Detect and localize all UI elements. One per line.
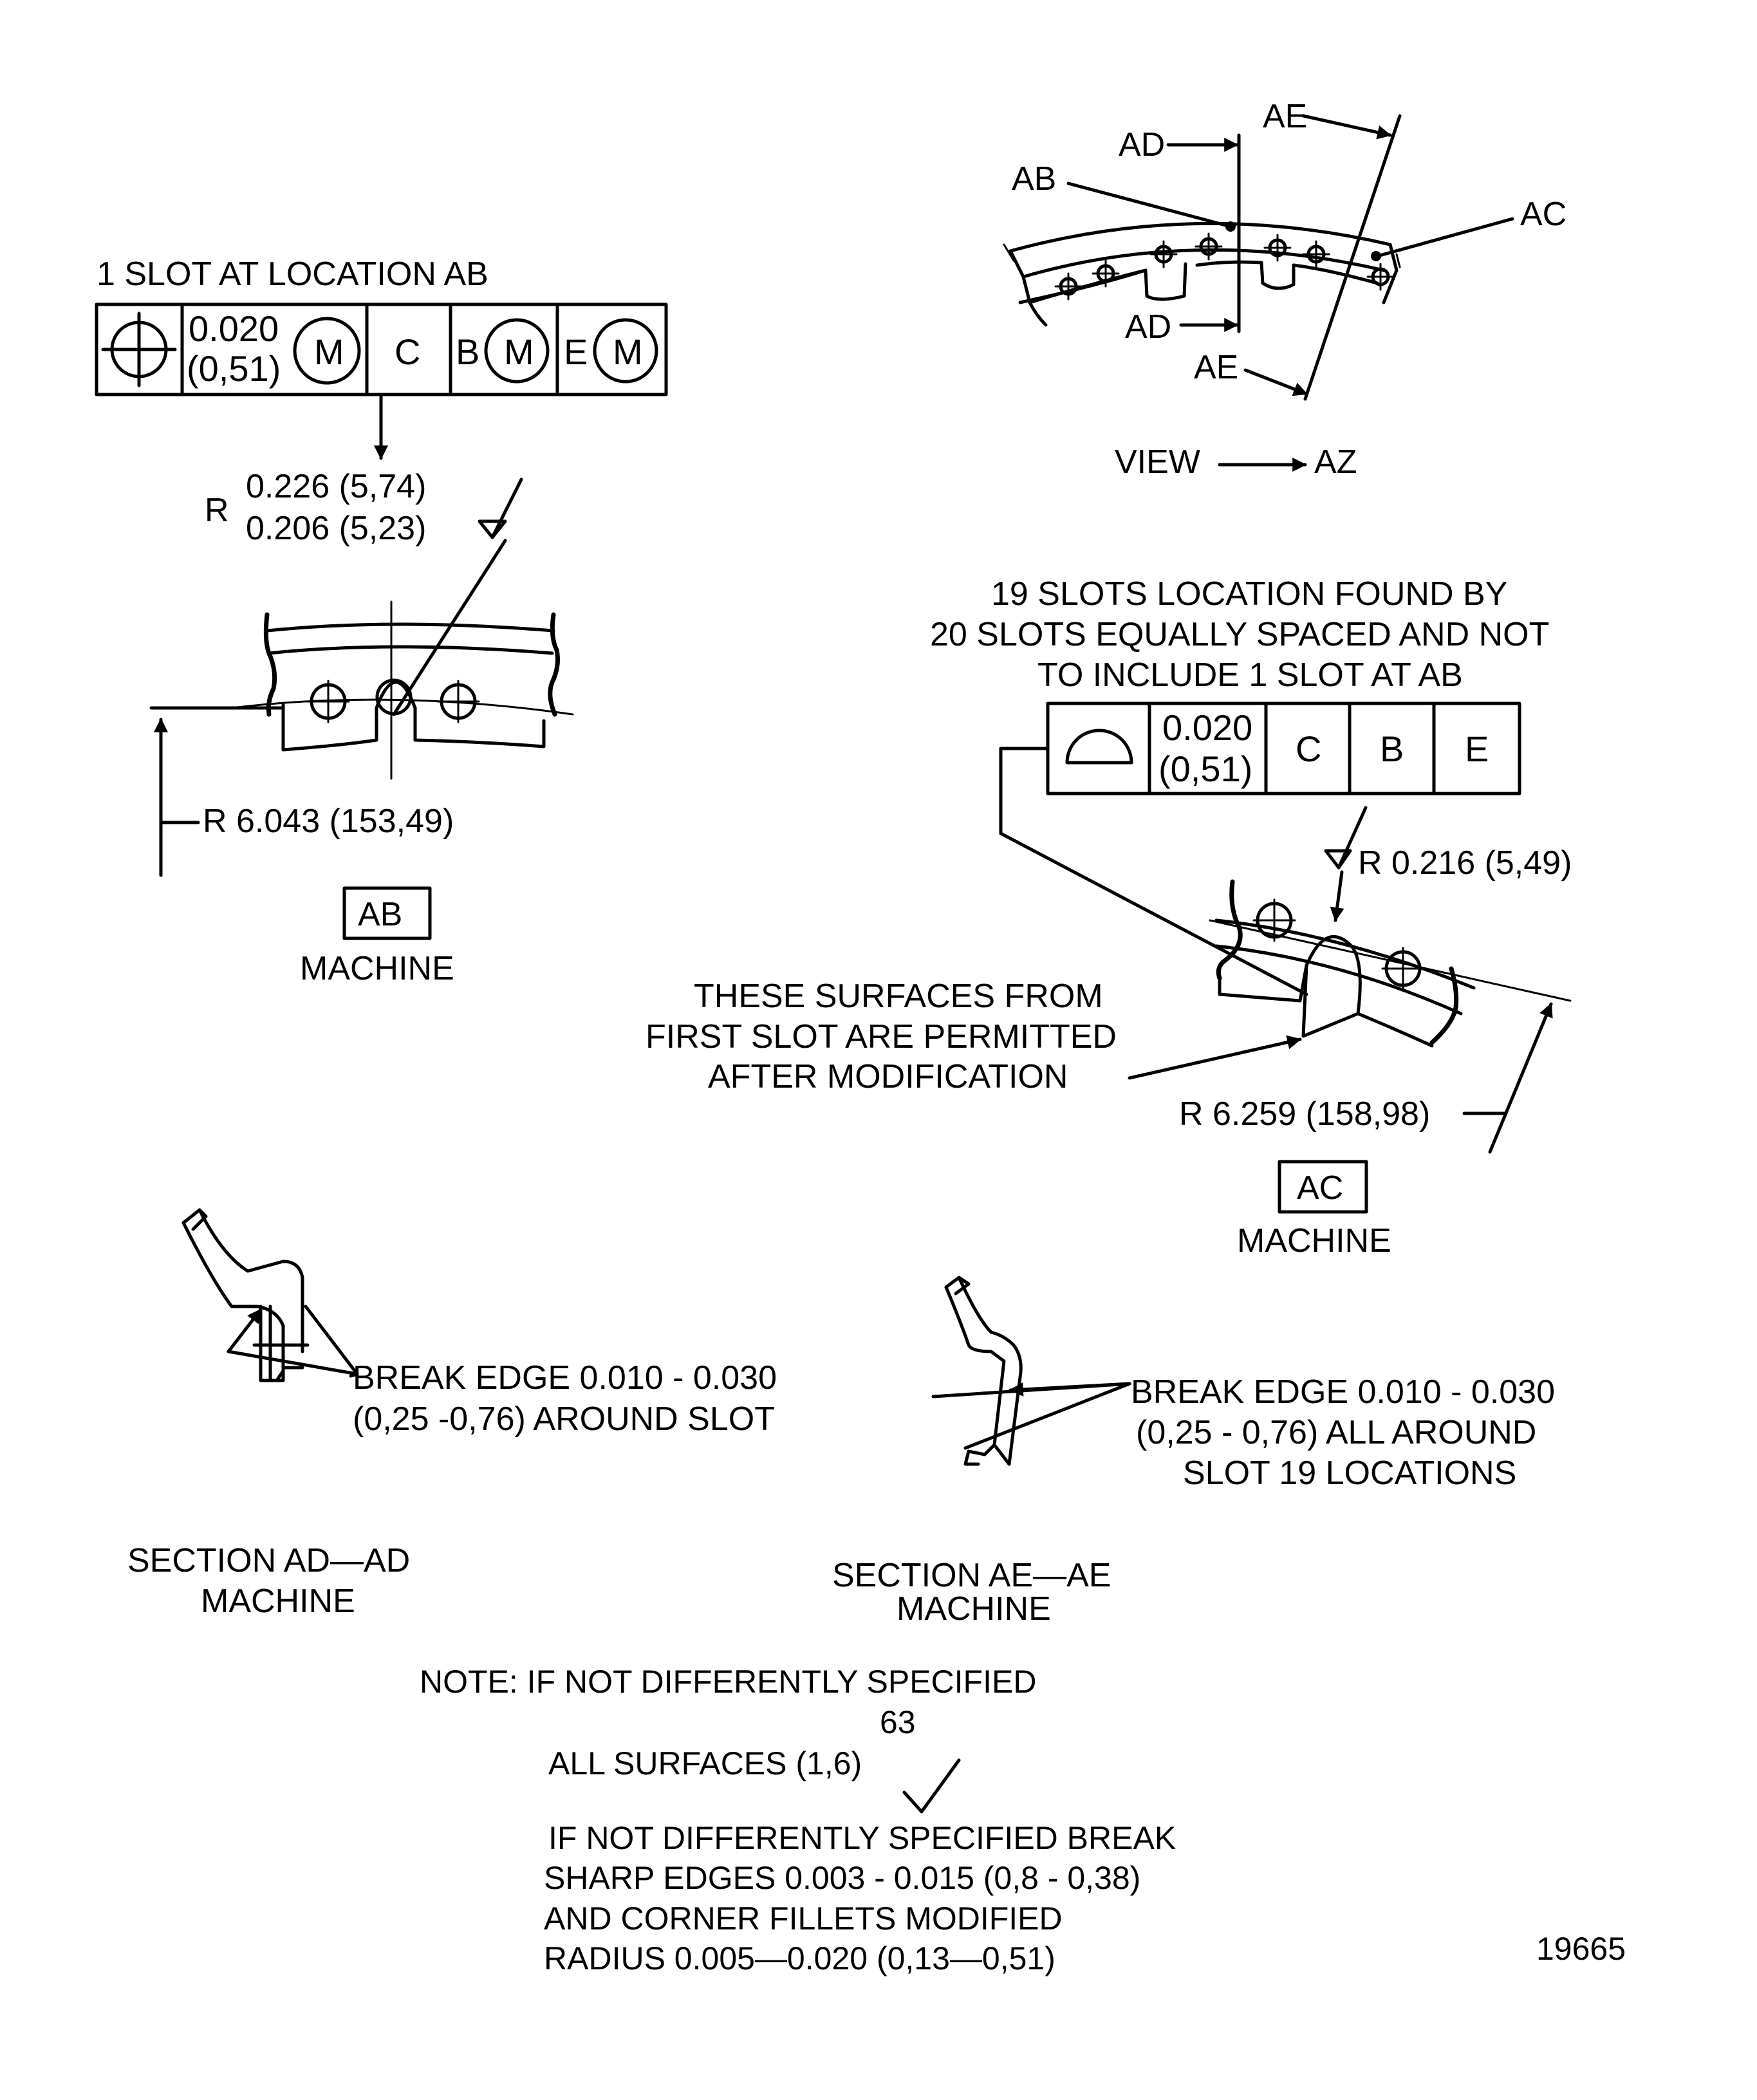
ab-outer-radius-dim — [149, 706, 285, 877]
section-ae-title-line-2: MACHINE — [897, 1590, 1051, 1628]
view-az-bolt-holes — [1054, 221, 1395, 301]
view-az-label-ae-top: AE — [1263, 98, 1307, 135]
profile-of-surface-icon — [1065, 729, 1133, 765]
view-az-label-ac: AC — [1520, 196, 1566, 233]
section-ad-break-lines — [227, 1305, 359, 1376]
ab-fcf-datum2-mod: M — [504, 331, 534, 372]
ab-fcf-tol-mm: (0,51) — [187, 348, 281, 389]
ac-detail-sub: MACHINE — [1237, 1222, 1391, 1259]
mmc-modifier-icon — [293, 317, 361, 385]
surface-finish-check-icon — [902, 1758, 961, 1814]
ab-fcf-datum2: B — [456, 331, 479, 372]
ac-feature-control-frame: 0.020 (0,51) C B E — [1046, 702, 1521, 795]
ab-outer-radius: R 6.043 (153,49) — [203, 803, 454, 840]
ab-feature-control-frame: 0.020 (0,51) M C B M E M — [95, 302, 668, 396]
section-ad-title-line-1: SECTION AD—AD — [127, 1542, 410, 1579]
section-ad-title-line-2: MACHINE — [201, 1583, 355, 1620]
ac-ring-section — [1209, 879, 1572, 1048]
ab-fcf-datum3: E — [564, 331, 588, 372]
general-note-line-2: ALL SURFACES (1,6) — [548, 1745, 862, 1781]
ab-detail-sub: MACHINE — [300, 950, 454, 987]
section-ae-break-lines — [931, 1382, 1131, 1450]
view-az-label-ad-top: AD — [1119, 126, 1165, 163]
ac-fcf-tol-mm: (0,51) — [1158, 748, 1252, 789]
ac-outer-radius: R 6.259 (158,98) — [1179, 1095, 1430, 1133]
section-ad-note-line-2: (0,25 -0,76) AROUND SLOT — [353, 1400, 775, 1438]
ab-radius-upper: 0.226 (5,74) — [246, 468, 426, 505]
general-note: NOTE: IF NOT DIFFERENTLY SPECIFIED 63 AL… — [420, 1664, 1176, 1976]
machining-symbol-icon — [1324, 806, 1368, 922]
ab-detail-label: AB — [358, 896, 402, 933]
drawing-number: 19665 — [1536, 1931, 1626, 1967]
general-note-line-3: IF NOT DIFFERENTLY SPECIFIED BREAK — [548, 1820, 1176, 1856]
ab-radius-prefix: R — [205, 492, 229, 529]
ab-fcf-modifier: M — [314, 331, 344, 372]
ab-ring-section — [230, 539, 574, 780]
ab-callout: 1 SLOT AT LOCATION AB — [97, 256, 488, 293]
ac-note-line-3: AFTER MODIFICATION — [708, 1058, 1068, 1095]
ac-fcf-datum2: B — [1380, 729, 1404, 769]
ac-note-leader — [1128, 1035, 1302, 1080]
section-ae-profile — [944, 1276, 1023, 1466]
view-az-label-ae-bottom: AE — [1194, 349, 1238, 386]
general-note-line-4: SHARP EDGES 0.003 - 0.015 (0,8 - 0,38) — [544, 1860, 1140, 1896]
view-az-label-ad-bottom: AD — [1125, 308, 1171, 346]
ac-fcf-datum1: C — [1296, 729, 1321, 769]
ac-radius: R 0.216 (5,49) — [1358, 844, 1572, 882]
general-note-line-5: AND CORNER FILLETS MODIFIED — [544, 1900, 1063, 1937]
view-az: AD AE AB AC AD AE VIEW AZ — [1003, 98, 1566, 481]
ac-callout-line-2: 20 SLOTS EQUALLY SPACED AND NOT — [930, 616, 1549, 653]
ab-fcf-datum1: C — [395, 331, 420, 372]
ac-detail-label-box — [1278, 1160, 1368, 1214]
ac-fcf-tol-in: 0.020 — [1162, 707, 1252, 748]
section-ad: BREAK EDGE 0.010 - 0.030 (0,25 -0,76) AR… — [127, 1208, 777, 1620]
general-note-line-1: NOTE: IF NOT DIFFERENTLY SPECIFIED — [420, 1664, 1036, 1700]
position-symbol-icon — [101, 311, 177, 387]
ab-radius-lower: 0.206 (5,23) — [246, 510, 426, 547]
mmc-modifier-icon — [484, 318, 550, 384]
view-az-title-right: AZ — [1314, 443, 1357, 481]
ac-detail: 19 SLOTS LOCATION FOUND BY 20 SLOTS EQUA… — [646, 575, 1572, 1259]
section-ae-note-line-1: BREAK EDGE 0.010 - 0.030 — [1131, 1373, 1555, 1411]
ac-fcf-leader — [999, 747, 1308, 996]
ac-outer-radius-dim — [1462, 1002, 1553, 1154]
view-az-title-left: VIEW — [1115, 443, 1200, 481]
section-ae: BREAK EDGE 0.010 - 0.030 (0,25 - 0,76) A… — [832, 1276, 1555, 1628]
section-ae-title-line-1: SECTION AE—AE — [832, 1557, 1111, 1594]
ac-callout-line-1: 19 SLOTS LOCATION FOUND BY — [991, 575, 1507, 613]
section-ad-note-line-1: BREAK EDGE 0.010 - 0.030 — [353, 1359, 777, 1397]
ab-detail-label-box — [342, 886, 432, 940]
ab-fcf-tol-in: 0.020 — [189, 308, 279, 349]
mmc-modifier-icon — [593, 318, 658, 384]
view-az-section-lines — [1066, 114, 1514, 401]
view-az-label-ab: AB — [1012, 160, 1056, 198]
machining-symbol-icon — [478, 478, 523, 539]
ab-detail: 1 SLOT AT LOCATION AB 0.020 (0,51) M C B… — [95, 256, 668, 987]
general-note-finish-value: 63 — [880, 1704, 916, 1740]
ac-detail-label: AC — [1297, 1169, 1343, 1207]
ac-fcf-datum3: E — [1465, 729, 1489, 769]
ac-note-line-2: FIRST SLOT ARE PERMITTED — [646, 1018, 1117, 1055]
ac-note-line-1: THESE SURFACES FROM — [694, 978, 1103, 1015]
ab-fcf-datum3-mod: M — [613, 331, 643, 372]
ac-callout-line-3: TO INCLUDE 1 SLOT AT AB — [1037, 656, 1463, 694]
general-note-line-6: RADIUS 0.005—0.020 (0,13—0,51) — [544, 1940, 1055, 1976]
section-ae-note-line-2: (0,25 - 0,76) ALL AROUND — [1136, 1414, 1536, 1451]
section-ae-note-line-3: SLOT 19 LOCATIONS — [1183, 1454, 1516, 1492]
view-az-ring — [1003, 221, 1401, 327]
